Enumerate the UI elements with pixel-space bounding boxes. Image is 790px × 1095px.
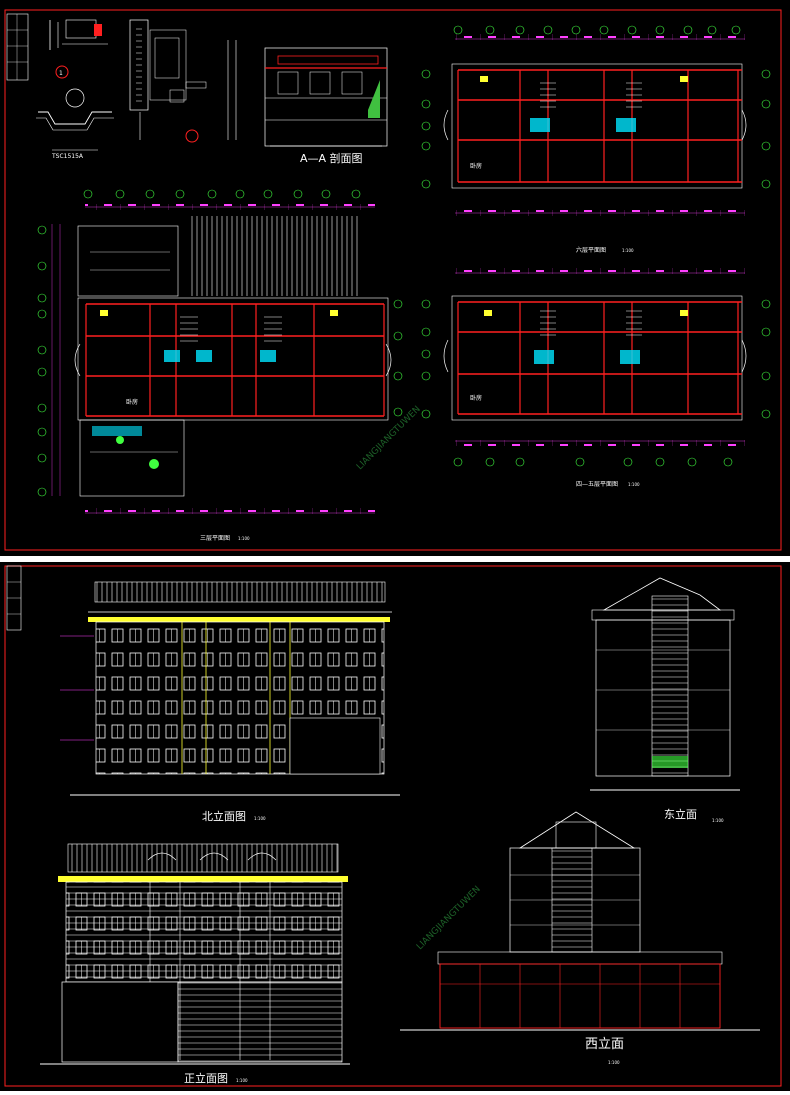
plan-left-title: 三层平面图 xyxy=(200,535,230,542)
front-elevation-scale: 1:100 xyxy=(236,1078,248,1083)
plan-top-room-label: 卧房 xyxy=(470,162,482,170)
sheet-1-border xyxy=(4,9,782,551)
west-elevation-title: 西立面 xyxy=(585,1037,624,1052)
sheet-2-border xyxy=(4,565,782,1087)
west-elevation-scale: 1:100 xyxy=(608,1060,620,1065)
plan-third-floor: 卧房 三层平面图 1:100 xyxy=(37,189,403,542)
plan-left-scale: 1:100 xyxy=(238,536,250,541)
plan-right-title: 四—五层平面图 xyxy=(576,481,618,488)
plan-left-axis-bubbles xyxy=(83,189,361,199)
west-elevation: 西立面 1:100 xyxy=(400,811,760,1065)
plan-top-scale: 1:100 xyxy=(622,248,634,253)
north-elevation-scale: 1:100 xyxy=(254,816,266,821)
plan-left-room-label: 卧房 xyxy=(126,398,138,406)
east-elevation-title: 东立面 xyxy=(664,807,697,821)
front-elevation: 正立面图 1:100 xyxy=(40,843,350,1085)
plan-top-title: 六层平面图 xyxy=(576,246,606,254)
sheet-2-elevations: 北立面图 1:100 东立面 1:100 xyxy=(0,562,790,1091)
plan-sixth-floor: 卧房 六层平面图 1:100 xyxy=(421,25,771,254)
detail-drawings: 1 TSC1515A xyxy=(36,19,207,160)
plan-top-left-grid-bubbles xyxy=(421,69,771,189)
plan-fourth-fifth-floor: 卧房 四—五层平面图 1:100 xyxy=(421,268,771,488)
sheet-divider xyxy=(0,556,790,562)
plan-right-room-label: 卧房 xyxy=(470,394,482,402)
svg-text:1: 1 xyxy=(59,70,63,77)
title-block-strip-2 xyxy=(6,565,22,631)
plan-top-axis-bubbles xyxy=(453,25,741,35)
plan-right-bottom-axis-bubbles xyxy=(453,457,733,467)
sheet-1-floor-plans: 1 TSC1515A xyxy=(0,0,790,556)
title-block-strip xyxy=(6,13,29,81)
plan-left-grid-bubbles xyxy=(37,225,403,497)
plan-right-grid-bubbles xyxy=(421,299,771,419)
north-elevation-title: 北立面图 xyxy=(202,809,246,823)
section-title: A—A 剖面图 xyxy=(300,151,363,165)
detail-label: TSC1515A xyxy=(51,153,84,160)
section-a-a: A—A 剖面图 xyxy=(227,40,388,165)
sheet-1-background xyxy=(0,0,790,556)
front-elevation-title: 正立面图 xyxy=(184,1071,228,1085)
north-elevation: 北立面图 1:100 xyxy=(60,581,400,823)
east-elevation-scale: 1:100 xyxy=(712,818,724,823)
east-elevation: 东立面 1:100 xyxy=(590,577,740,823)
plan-right-scale: 1:100 xyxy=(628,482,640,487)
